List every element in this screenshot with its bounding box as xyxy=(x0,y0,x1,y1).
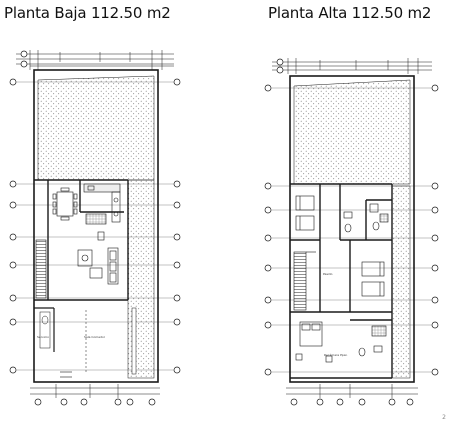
garage xyxy=(39,307,137,375)
living-room-furniture xyxy=(77,231,119,285)
upper-top-dimensions xyxy=(272,58,432,74)
upper-master-bath xyxy=(358,325,387,357)
ground-rear-garden xyxy=(37,75,155,181)
ground-stair xyxy=(35,239,47,299)
upper-bed-2 xyxy=(361,261,385,297)
label-living: Sala Comedor xyxy=(84,335,106,339)
upper-master-bed xyxy=(295,321,333,363)
ground-outer-wall xyxy=(33,69,159,383)
upper-floor-plan xyxy=(264,58,439,406)
label-service: Servicio xyxy=(37,335,49,339)
dining-table xyxy=(52,187,78,221)
upper-floor-title: Planta Alta 112.50 m2 xyxy=(268,4,432,22)
upper-bottom-dimensions xyxy=(286,384,418,398)
label-hall: Pasillo xyxy=(323,272,333,276)
ground-floor-title: Planta Baja 112.50 m2 xyxy=(4,4,171,22)
upper-bath-top xyxy=(343,203,389,233)
upper-outer-wall xyxy=(289,75,415,383)
upper-stair xyxy=(293,251,307,311)
ground-bottom-dimensions xyxy=(30,384,160,398)
label-master: Recámara Ppal. xyxy=(324,353,347,357)
ground-top-dimensions xyxy=(16,50,174,70)
upper-bed-1 xyxy=(295,195,315,231)
ground-floor-plan xyxy=(9,50,181,406)
upper-side-void xyxy=(391,185,411,379)
page-number: 2 xyxy=(442,414,446,421)
kitchen xyxy=(83,183,121,225)
upper-roof-terrace xyxy=(293,79,411,185)
ground-grid-markers xyxy=(9,50,181,374)
